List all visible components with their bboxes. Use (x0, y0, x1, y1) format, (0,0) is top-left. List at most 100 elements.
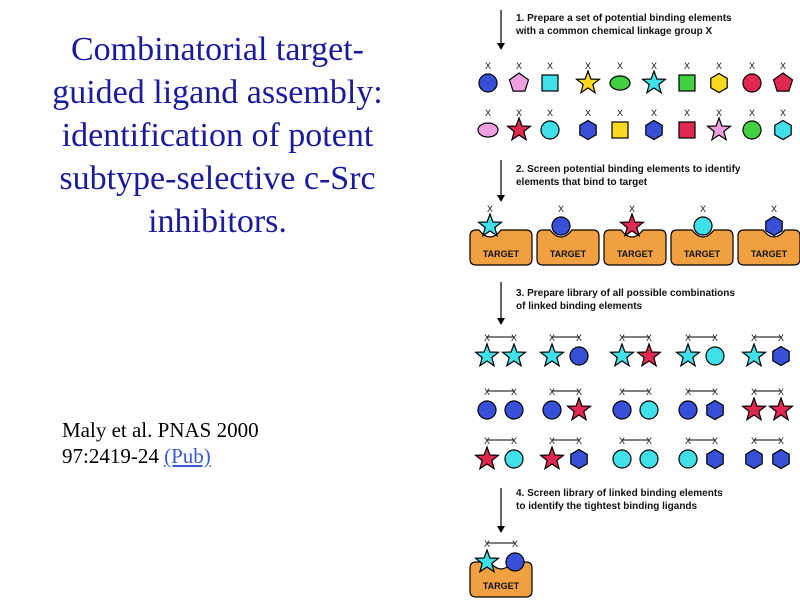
blue-circle-icon (477, 400, 497, 420)
red-star-icon (473, 445, 501, 471)
title-line: Combinatorial target- (70, 31, 365, 68)
pubmed-link[interactable]: (Pub) (164, 444, 211, 468)
pink-ellipse-icon (477, 122, 499, 138)
blue-circle-icon (678, 400, 698, 420)
linker-x-label: X (685, 333, 691, 343)
cyan-circle-icon (540, 120, 560, 140)
yellow-hexagon-icon (710, 72, 728, 94)
citation: Maly et al. PNAS 2000 97:2419-24 (Pub) (62, 417, 342, 469)
cyan-circle-icon (639, 400, 659, 420)
linker-x-label: X (484, 333, 490, 343)
linker-x-label: X (751, 387, 757, 397)
linker-x-label: X (716, 108, 722, 118)
target-protein: TARGET (603, 229, 667, 266)
linker-x-label: X (484, 387, 490, 397)
linker-x-label: X (485, 108, 491, 118)
cyan-star-icon (538, 342, 566, 368)
arrow-head (497, 43, 505, 50)
linker-x-label: X (484, 436, 490, 446)
cyan-circle-icon (705, 346, 725, 366)
blue-hexagon-icon (772, 345, 790, 367)
target-label: TARGET (550, 249, 587, 259)
linker-x-label: X (749, 108, 755, 118)
cyan-star-icon (608, 342, 636, 368)
linker-x-label: X (617, 108, 623, 118)
step-2-arrow (497, 160, 505, 202)
linker-x-label: X (712, 387, 718, 397)
linker-x-label: X (511, 333, 517, 343)
linker-x-label: X (576, 436, 582, 446)
red-star-icon (538, 445, 566, 471)
blue-circle-icon (569, 346, 589, 366)
linker-x-label: X (684, 61, 690, 71)
linker-x-label: X (651, 61, 657, 71)
linker-x-label: X (487, 204, 493, 214)
red-circle-icon (742, 73, 762, 93)
pink-star-icon (705, 116, 733, 142)
linker-x-label: X (485, 61, 491, 71)
arrow-head (497, 318, 505, 325)
blue-circle-icon (505, 552, 525, 572)
linker-x-label: X (771, 204, 777, 214)
cyan-star-icon (674, 342, 702, 368)
cyan-circle-icon (678, 449, 698, 469)
linker-x-label: X (651, 108, 657, 118)
citation-pages: 97:2419-24 (62, 444, 159, 468)
linker-x-label: X (778, 387, 784, 397)
target-protein: TARGET (536, 229, 600, 266)
blue-hexagon-icon (772, 448, 790, 470)
pink-pentagon-icon (508, 72, 530, 92)
blue-hexagon-icon (570, 448, 588, 470)
linker-x-label: X (751, 333, 757, 343)
green-ellipse-icon (609, 75, 631, 91)
red-pentagon-icon (772, 72, 794, 92)
blue-hexagon-icon (706, 448, 724, 470)
green-square-icon (678, 74, 696, 92)
blue-hexagon-icon (745, 448, 763, 470)
linker-x-label: X (585, 108, 591, 118)
linker-x-label: X (619, 333, 625, 343)
cyan-star-icon (476, 212, 504, 238)
step-4-arrow (497, 488, 505, 533)
target-protein: TARGET (469, 229, 533, 266)
step-3-line1: 3. Prepare library of all possible combi… (516, 288, 735, 299)
cyan-star-icon (740, 342, 768, 368)
title-line: identification of potent (61, 117, 374, 154)
linker-x-label: X (484, 539, 490, 549)
target-protein: TARGET (670, 229, 734, 266)
green-circle-icon (742, 120, 762, 140)
linker-x-label: X (780, 61, 786, 71)
linker-x-label: X (780, 108, 786, 118)
step-4-line2: to identify the tightest binding ligands (516, 501, 698, 512)
linker-x-label: X (749, 61, 755, 71)
target-label: TARGET (617, 249, 654, 259)
linker-x-label: X (700, 204, 706, 214)
step-3-arrow (497, 282, 505, 325)
target-label: TARGET (751, 249, 788, 259)
target-body (603, 229, 667, 266)
linker-x-label: X (549, 387, 555, 397)
blue-hexagon-icon (645, 119, 663, 141)
arrow-head (497, 195, 505, 202)
cyan-square-icon (541, 74, 559, 92)
linker-x-label: X (547, 61, 553, 71)
target-label: TARGET (483, 581, 520, 591)
linker-x-label: X (646, 387, 652, 397)
citation-journal: Maly et al. PNAS 2000 (62, 418, 259, 442)
linker-x-label: X (549, 436, 555, 446)
cyan-star-icon (473, 342, 501, 368)
linker-x-label: X (712, 333, 718, 343)
linker-x-label: X (547, 108, 553, 118)
linker-x-label: X (778, 333, 784, 343)
red-star-icon (635, 342, 663, 368)
blue-circle-icon (504, 400, 524, 420)
linker-x-label: X (512, 539, 518, 549)
linker-x-label: X (685, 436, 691, 446)
target-body (737, 229, 800, 266)
step-1-line1: 1. Prepare a set of potential binding el… (516, 13, 732, 24)
target-label: TARGET (684, 249, 721, 259)
target-label: TARGET (483, 249, 520, 259)
linker-x-label: X (778, 436, 784, 446)
